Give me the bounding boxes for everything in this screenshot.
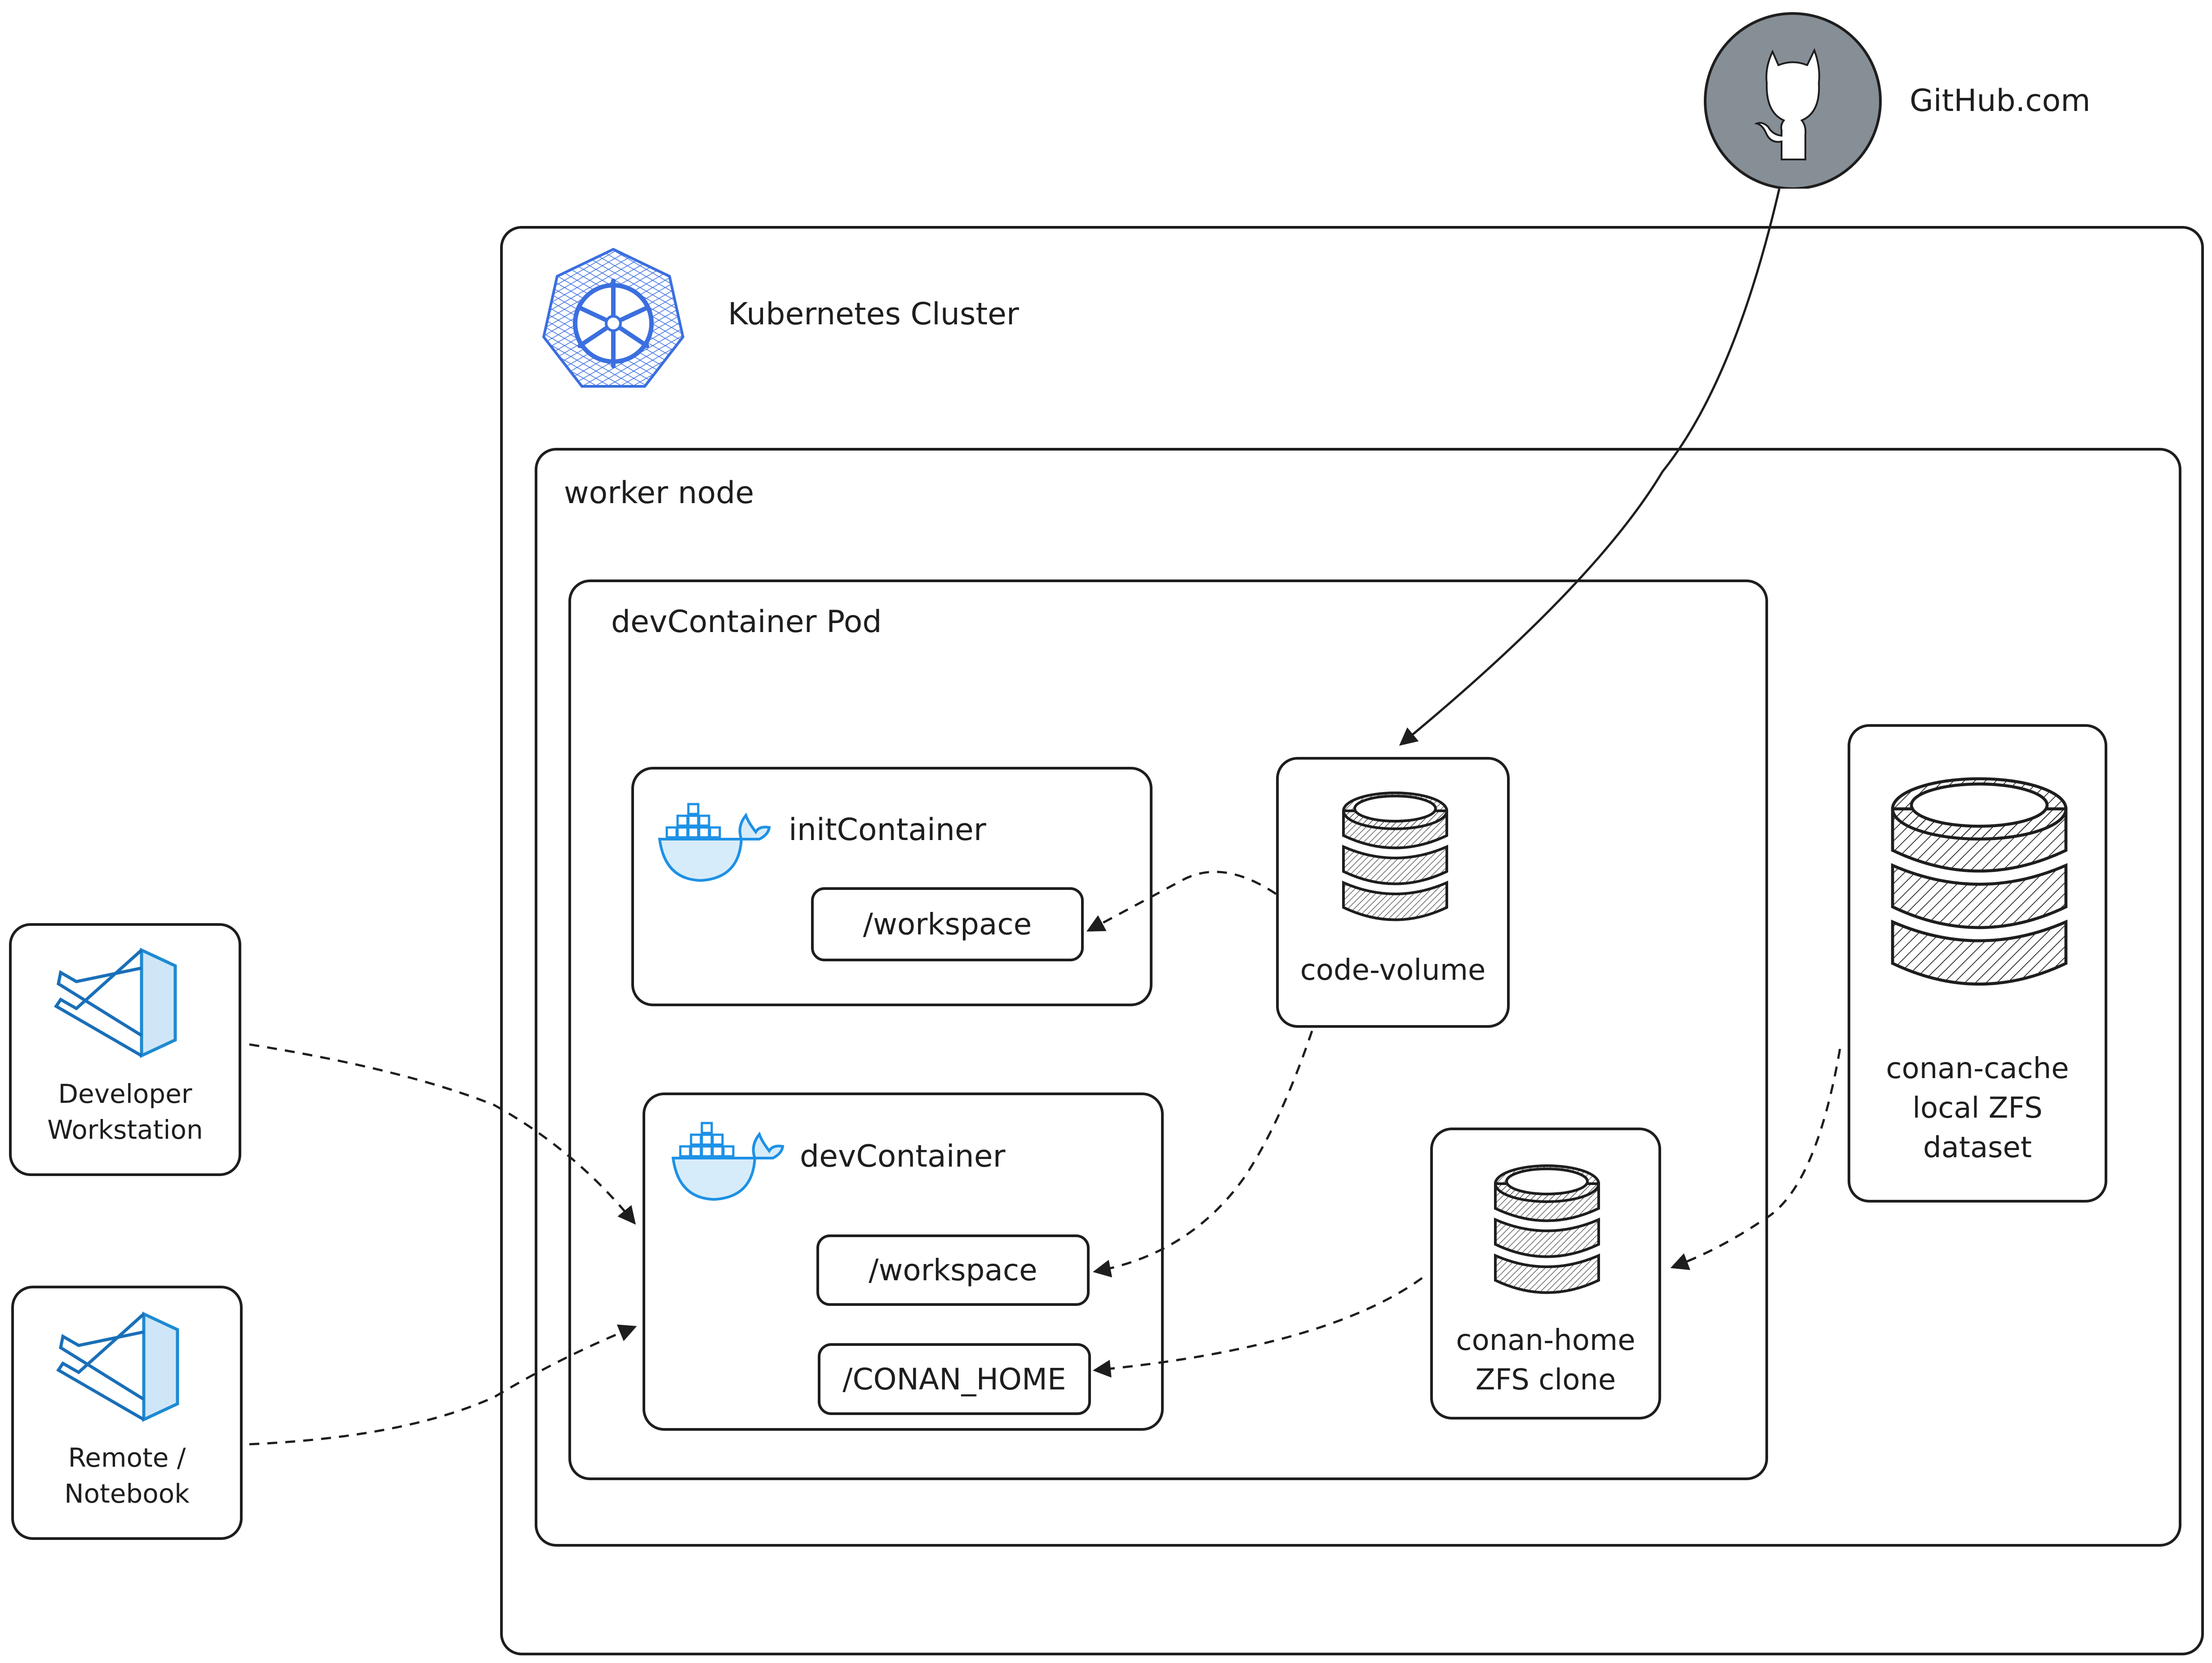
code-volume-database-icon <box>1342 792 1448 921</box>
conan-cache-line3: dataset <box>1923 1131 2032 1164</box>
kubernetes-icon <box>542 248 685 388</box>
dev-ws-line1: Developer <box>58 1079 192 1109</box>
dev-workspace-mount[interactable]: /workspace <box>816 1234 1090 1306</box>
remote-notebook-box[interactable] <box>11 1286 243 1540</box>
conan-cache-to-conan-home-arrow <box>1670 1048 1841 1270</box>
dev-container-docker-icon <box>671 1122 785 1201</box>
dev-ws-line2: Workstation <box>47 1115 203 1145</box>
code-volume-label: code-volume <box>1276 951 1510 990</box>
conan-cache-line1: conan-cache <box>1886 1052 2069 1085</box>
init-workspace-mount[interactable]: /workspace <box>811 887 1084 961</box>
github-label: GitHub.com <box>1910 83 2091 119</box>
init-container-docker-icon <box>658 803 771 882</box>
pod-label: devContainer Pod <box>611 604 882 640</box>
conan-home-label: conan-home ZFS clone <box>1430 1321 1661 1400</box>
code-volume-to-init-workspace-arrow <box>1086 871 1277 932</box>
code-volume-to-dev-workspace-arrow <box>1093 1031 1313 1278</box>
developer-workstation-label: Developer Workstation <box>9 1076 241 1148</box>
notebook-to-devcontainer-arrow <box>249 1324 637 1446</box>
developer-workstation-vscode-icon <box>54 947 177 1058</box>
conan-home-line2: ZFS clone <box>1475 1363 1616 1397</box>
worker-node-box <box>535 448 2181 1547</box>
github-octocat-icon[interactable] <box>1703 9 1883 189</box>
init-workspace-label: /workspace <box>863 907 1032 942</box>
remote-line1: Remote / <box>68 1442 186 1473</box>
remote-line2: Notebook <box>64 1478 190 1509</box>
code-volume-box[interactable] <box>1276 757 1510 1028</box>
dev-conan-home-mount[interactable]: /CONAN_HOME <box>818 1343 1091 1415</box>
developer-workstation-box[interactable] <box>9 923 241 1176</box>
remote-notebook-vscode-icon <box>56 1311 179 1422</box>
github-to-code-volume-arrow <box>1399 188 1781 746</box>
conan-cache-label: conan-cache local ZFS dataset <box>1848 1049 2107 1168</box>
init-container-label: initContainer <box>789 812 986 848</box>
conan-cache-line2: local ZFS <box>1912 1092 2043 1125</box>
conan-home-database-icon <box>1494 1164 1600 1294</box>
conan-cache-box[interactable] <box>1848 724 2107 1203</box>
dev-conan-home-label: /CONAN_HOME <box>842 1362 1066 1397</box>
kubernetes-cluster-box <box>500 226 2204 1655</box>
conan-cache-database-icon <box>1891 777 2068 986</box>
remote-notebook-label: Remote / Notebook <box>11 1440 243 1512</box>
init-container-box[interactable] <box>631 767 1153 1006</box>
worker-node-label: worker node <box>564 475 754 511</box>
cluster-label: Kubernetes Cluster <box>728 296 1019 332</box>
conan-home-to-dev-conan-home-arrow <box>1093 1277 1423 1378</box>
workstation-to-devcontainer-arrow <box>249 1043 636 1225</box>
dev-container-label: devContainer <box>800 1139 1006 1174</box>
conan-home-line1: conan-home <box>1456 1324 1636 1357</box>
code-volume-text: code-volume <box>1300 954 1486 987</box>
dev-workspace-label: /workspace <box>869 1253 1037 1287</box>
dev-container-box[interactable] <box>643 1092 1164 1431</box>
conan-home-box[interactable] <box>1430 1128 1661 1420</box>
devcontainer-pod-box <box>568 579 1768 1480</box>
